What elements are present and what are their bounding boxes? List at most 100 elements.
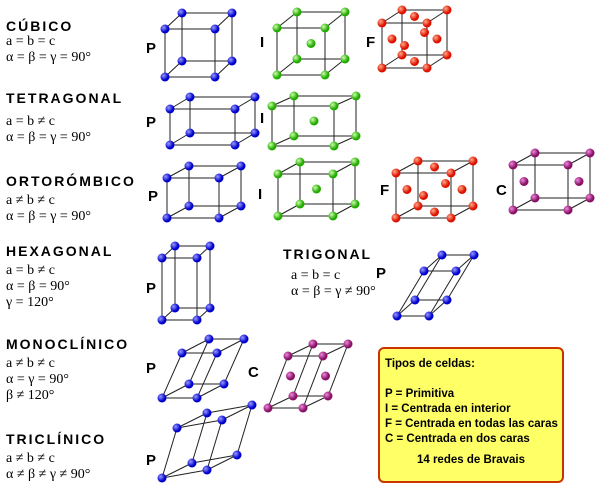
cell-type-label-p: P [146,280,157,297]
cell-edge [161,427,178,479]
atom [214,213,224,223]
cell-edge [161,352,183,399]
atom [574,177,584,186]
atom [422,63,432,73]
atom [410,57,419,66]
cell-edge [206,404,253,414]
atom [165,140,175,150]
atom [351,91,361,101]
cell-edge [161,462,193,479]
atom [170,241,180,251]
cell-edge [206,419,223,471]
system-param: α ≠ β ≠ γ ≠ 90° [6,467,91,482]
cell-edge [176,412,208,429]
atom [391,213,401,223]
system-param: α = β = γ = 90° [6,130,91,145]
atom [157,473,167,483]
cell-edge [327,343,349,397]
cell-edge [196,352,218,399]
atom [442,50,452,60]
atom [432,34,442,44]
system-orthorhombic: ORTORÓMBICO a ≠ b ≠ c α = β = γ = 90° [6,173,136,225]
cell-edge [191,412,208,464]
cell-edge [216,338,245,354]
cell-type-label-p: P [146,452,157,469]
legend-item: P = Primitiva [385,388,455,400]
system-cubic: CÚBICO a = b = c α = β = γ = 90° [6,18,91,66]
atom [273,169,283,179]
atom [391,168,401,178]
atom [184,201,194,211]
atom [350,199,360,209]
system-param: a = b = c [291,268,341,283]
atom [185,128,195,138]
atom [402,185,412,194]
atom [177,8,187,18]
atom [227,56,237,66]
atom [247,400,257,410]
atom [442,295,452,305]
atom [329,101,339,111]
atom [306,39,316,48]
atom [184,379,194,389]
atom [585,148,595,158]
atom [321,371,330,381]
atom [320,23,330,33]
atom [286,371,295,381]
cell-edge [221,404,253,421]
atom [205,303,215,313]
cell-edge [428,270,457,317]
legend-item: I = Centrada en interior [385,403,511,415]
atom [392,311,402,321]
cell-edge [196,383,225,399]
atom [340,54,350,64]
cell-type-label-i: I [260,110,265,127]
atom [437,250,447,260]
cell-edge [267,395,294,409]
atom [192,253,202,263]
cell-edge [236,404,253,456]
system-trigonal: TRIGONAL a = b = c α = β = γ ≠ 90° [283,246,376,300]
system-tetragonal: TETRAGONAL a = b ≠ c α = β = γ = 90° [6,90,123,146]
cell-edge [223,338,245,385]
cell-edge [161,383,190,399]
cell-edge [206,454,238,471]
system-name: TRIGONAL [283,246,373,262]
atom [508,205,518,215]
atom [192,393,202,403]
system-name: CÚBICO [6,18,74,34]
atom [219,379,229,389]
atom [172,423,182,433]
atom [457,185,467,194]
atom [177,56,187,66]
atom [400,41,409,50]
cell-type-label-p: P [148,188,159,205]
atom [160,24,170,34]
system-monoclinic: MONOCLÍNICO a ≠ b ≠ c α = γ = 90° β ≠ 12… [6,336,129,404]
atom [202,465,212,475]
atom [232,450,242,460]
system-param: β ≠ 120° [6,388,55,403]
system-param: a = b ≠ c [6,263,56,278]
atom [210,24,220,34]
legend-footer: 14 redes de Bravais [416,454,526,466]
atom [413,156,423,166]
atom [563,205,573,215]
atom [239,334,249,344]
system-param: a = b = c [6,34,56,49]
atom [205,241,215,251]
atom [236,201,246,211]
atom [318,351,328,361]
legend-item: C = Centrada en dos caras [385,433,530,445]
atom [468,201,478,211]
atom [430,207,439,217]
atom [410,12,419,21]
atom [413,201,423,211]
atom [351,131,361,141]
atom [185,92,195,102]
atom [170,303,180,313]
atom [530,193,540,203]
atom [563,160,573,170]
atom [267,141,277,151]
